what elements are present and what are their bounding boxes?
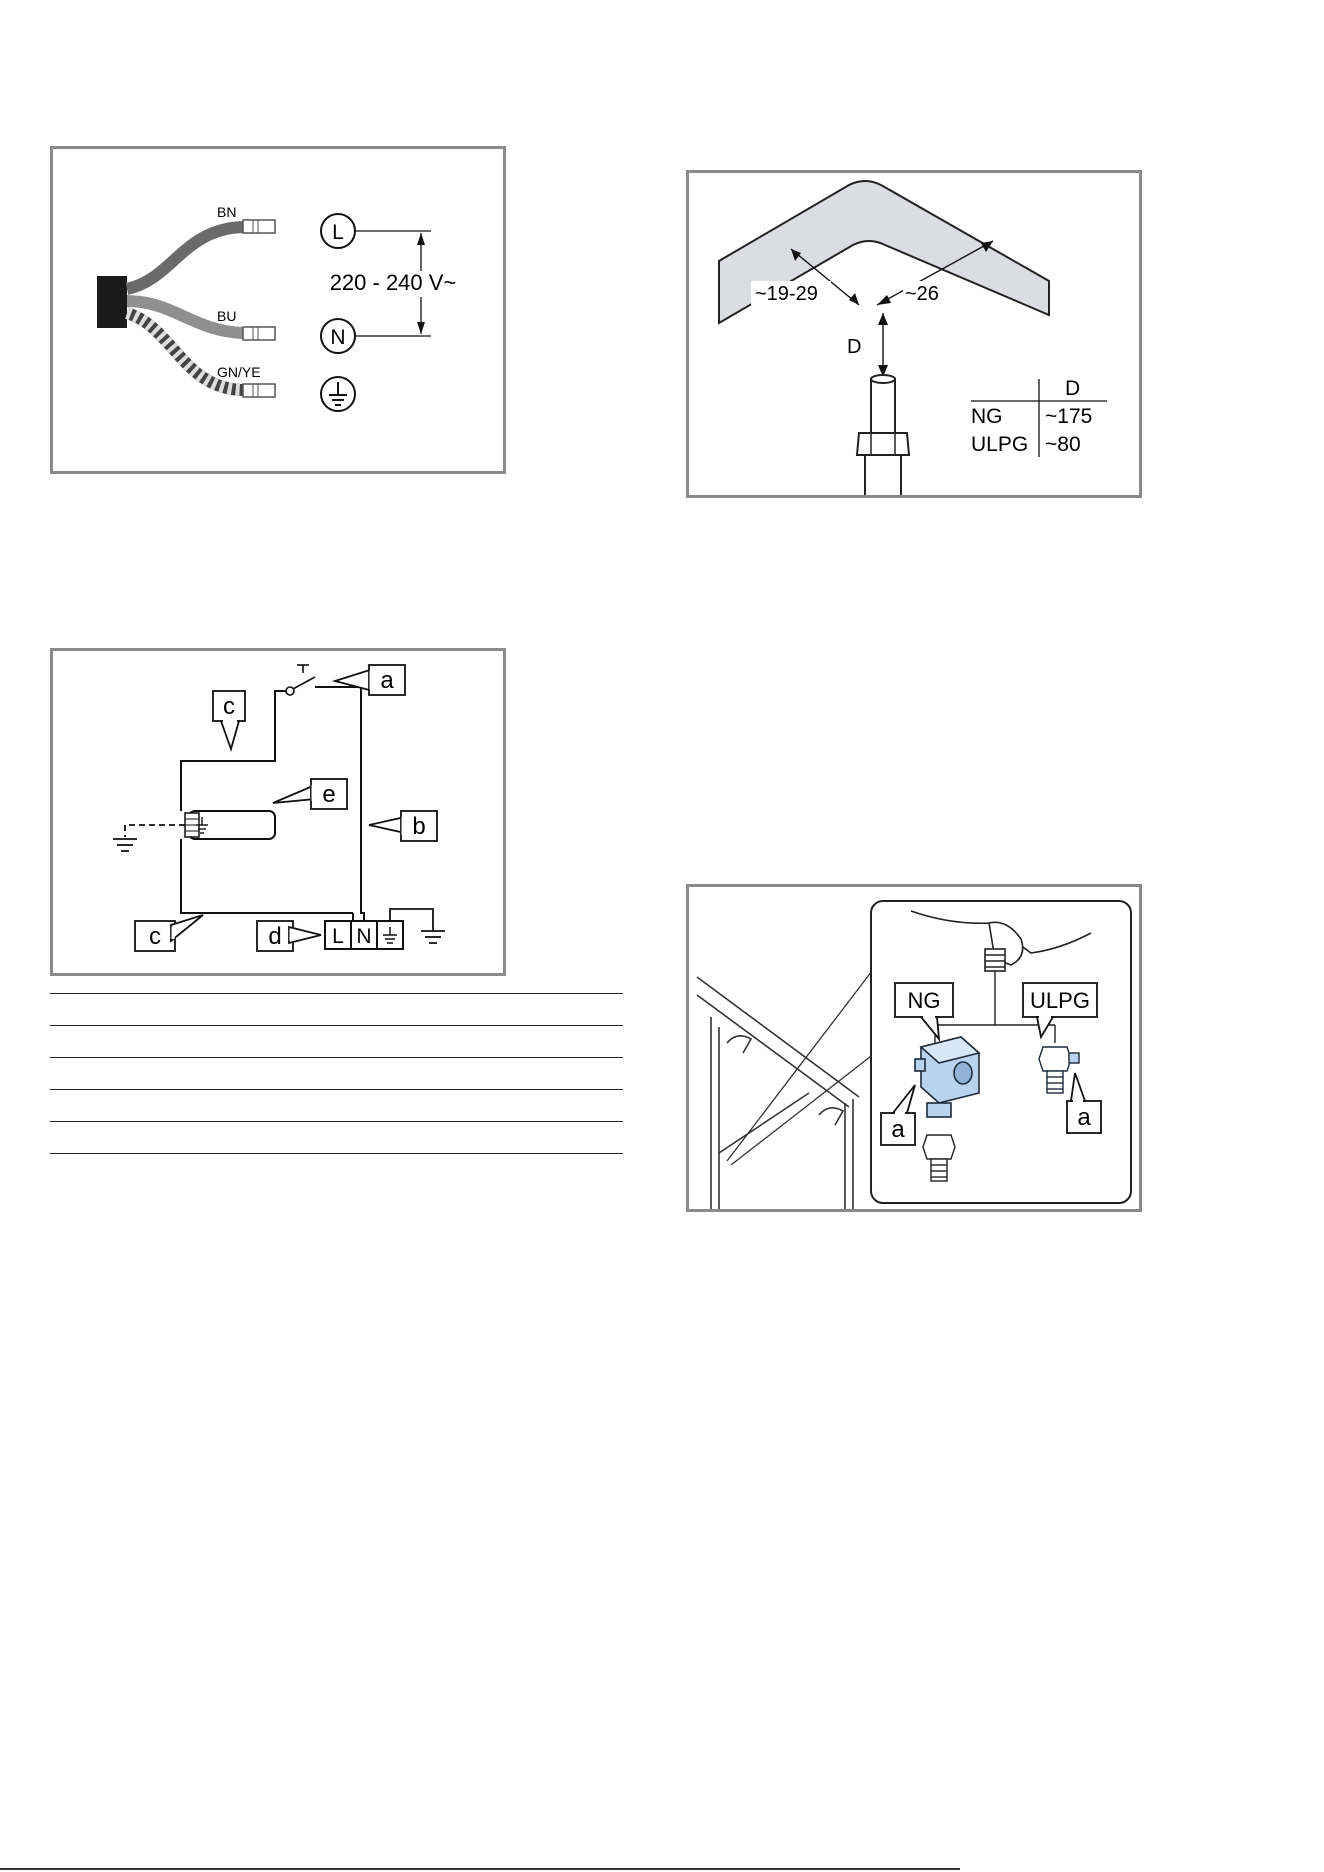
callout-c-bottom-label: c <box>149 923 161 950</box>
terminal-live-label: L <box>332 221 344 244</box>
label-bu: BU <box>217 308 236 324</box>
callout-d <box>257 921 321 951</box>
dim-right-label: ~26 <box>905 283 939 305</box>
callout-d-label: d <box>268 923 281 950</box>
burner-distance-figure: ~19-29 ~26 D D NG ~175 ULPG ~80 <box>686 170 1142 498</box>
wiring-figure: BN BU GN/YE L N 220 - 240 V~ <box>50 146 506 474</box>
legend-rule <box>50 1153 623 1154</box>
callout-a-right-label: a <box>1077 1104 1091 1131</box>
dim-d-label: D <box>847 336 861 358</box>
legend-rule <box>50 1025 623 1026</box>
earth-wire-ferrule <box>243 384 275 397</box>
label-gnye: GN/YE <box>217 364 261 380</box>
brown-wire-ferrule <box>243 220 275 233</box>
legend-rule <box>50 1121 623 1122</box>
ng-label: NG <box>908 988 941 1013</box>
wire-c-bottom <box>181 839 353 913</box>
appliance-earth <box>125 825 185 837</box>
table-row-value: ~80 <box>1045 433 1081 456</box>
callout-a <box>335 665 405 695</box>
cable-sheath <box>97 276 127 328</box>
terminal-live-label: L <box>332 925 344 948</box>
terminal-neutral-label: N <box>330 326 345 349</box>
switch-symbol <box>286 665 315 695</box>
dim-left-label: ~19-29 <box>755 283 818 305</box>
ground-symbol-left <box>113 839 137 851</box>
callout-c-bottom <box>135 915 203 951</box>
appliance-connector <box>185 811 275 839</box>
callout-c-top-label: c <box>223 693 235 720</box>
legend-rule <box>50 993 623 994</box>
earth-symbol <box>321 377 355 411</box>
callout-e-label: e <box>322 781 335 808</box>
callout-a-label: a <box>380 667 394 694</box>
callout-a-left-label: a <box>891 1116 905 1143</box>
terminal-neutral-label: N <box>356 925 371 948</box>
appliance-frame <box>697 977 859 1209</box>
table-row-value: ~175 <box>1045 405 1092 428</box>
legend-rule <box>50 1057 623 1058</box>
callout-b-label: b <box>412 813 425 840</box>
page-footer-rule <box>0 1868 960 1870</box>
gas-connector-figure: NG ULPG a a <box>686 884 1142 1212</box>
gas-nozzle <box>857 375 909 495</box>
circuit-figure: L N a c e <box>50 648 506 976</box>
blue-wire-ferrule <box>243 327 275 340</box>
table-row-gas: ULPG <box>971 433 1028 456</box>
voltage-label: 220 - 240 V~ <box>330 270 457 295</box>
ulpg-label: ULPG <box>1030 988 1090 1013</box>
table-header-d: D <box>1065 377 1080 400</box>
callout-e <box>273 779 347 809</box>
legend-rule <box>50 1089 623 1090</box>
table-row-gas: NG <box>971 405 1003 428</box>
callout-b <box>369 811 437 841</box>
ground-symbol-right <box>421 931 445 943</box>
label-bn: BN <box>217 204 236 220</box>
brown-wire <box>127 227 243 289</box>
